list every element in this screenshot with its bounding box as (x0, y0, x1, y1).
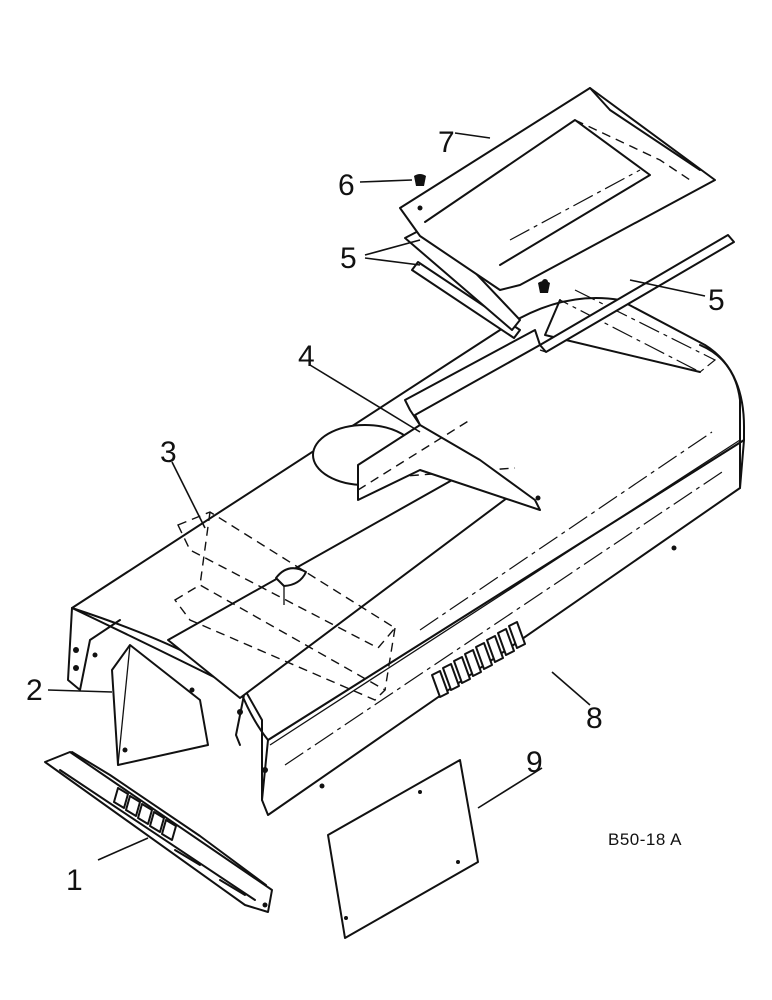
strip-right (539, 234, 735, 353)
bottom-grille (44, 751, 273, 913)
callout-1: 1 (66, 864, 83, 897)
inner-plate (312, 329, 541, 511)
seal-strips (404, 224, 735, 353)
screw (414, 174, 550, 293)
callout-9: 9 (526, 746, 543, 779)
pad-fastener (275, 567, 307, 587)
callout-5a: 5 (340, 242, 357, 275)
callout-4: 4 (298, 340, 315, 373)
leader-lines (47, 132, 706, 861)
callout-2: 2 (26, 674, 43, 707)
side-louvres (431, 621, 526, 698)
callout-5b: 5 (708, 284, 725, 317)
side-plate (327, 759, 479, 939)
hood-rear-lip (67, 607, 121, 691)
grille-slots (113, 787, 177, 841)
reference-code: B50-18 A (608, 830, 682, 849)
callout-3: 3 (160, 436, 177, 469)
rear-panel (111, 644, 209, 766)
callout-6: 6 (338, 169, 355, 202)
access-cover (399, 87, 716, 291)
callout-8: 8 (586, 702, 603, 735)
callout-7: 7 (438, 126, 455, 159)
